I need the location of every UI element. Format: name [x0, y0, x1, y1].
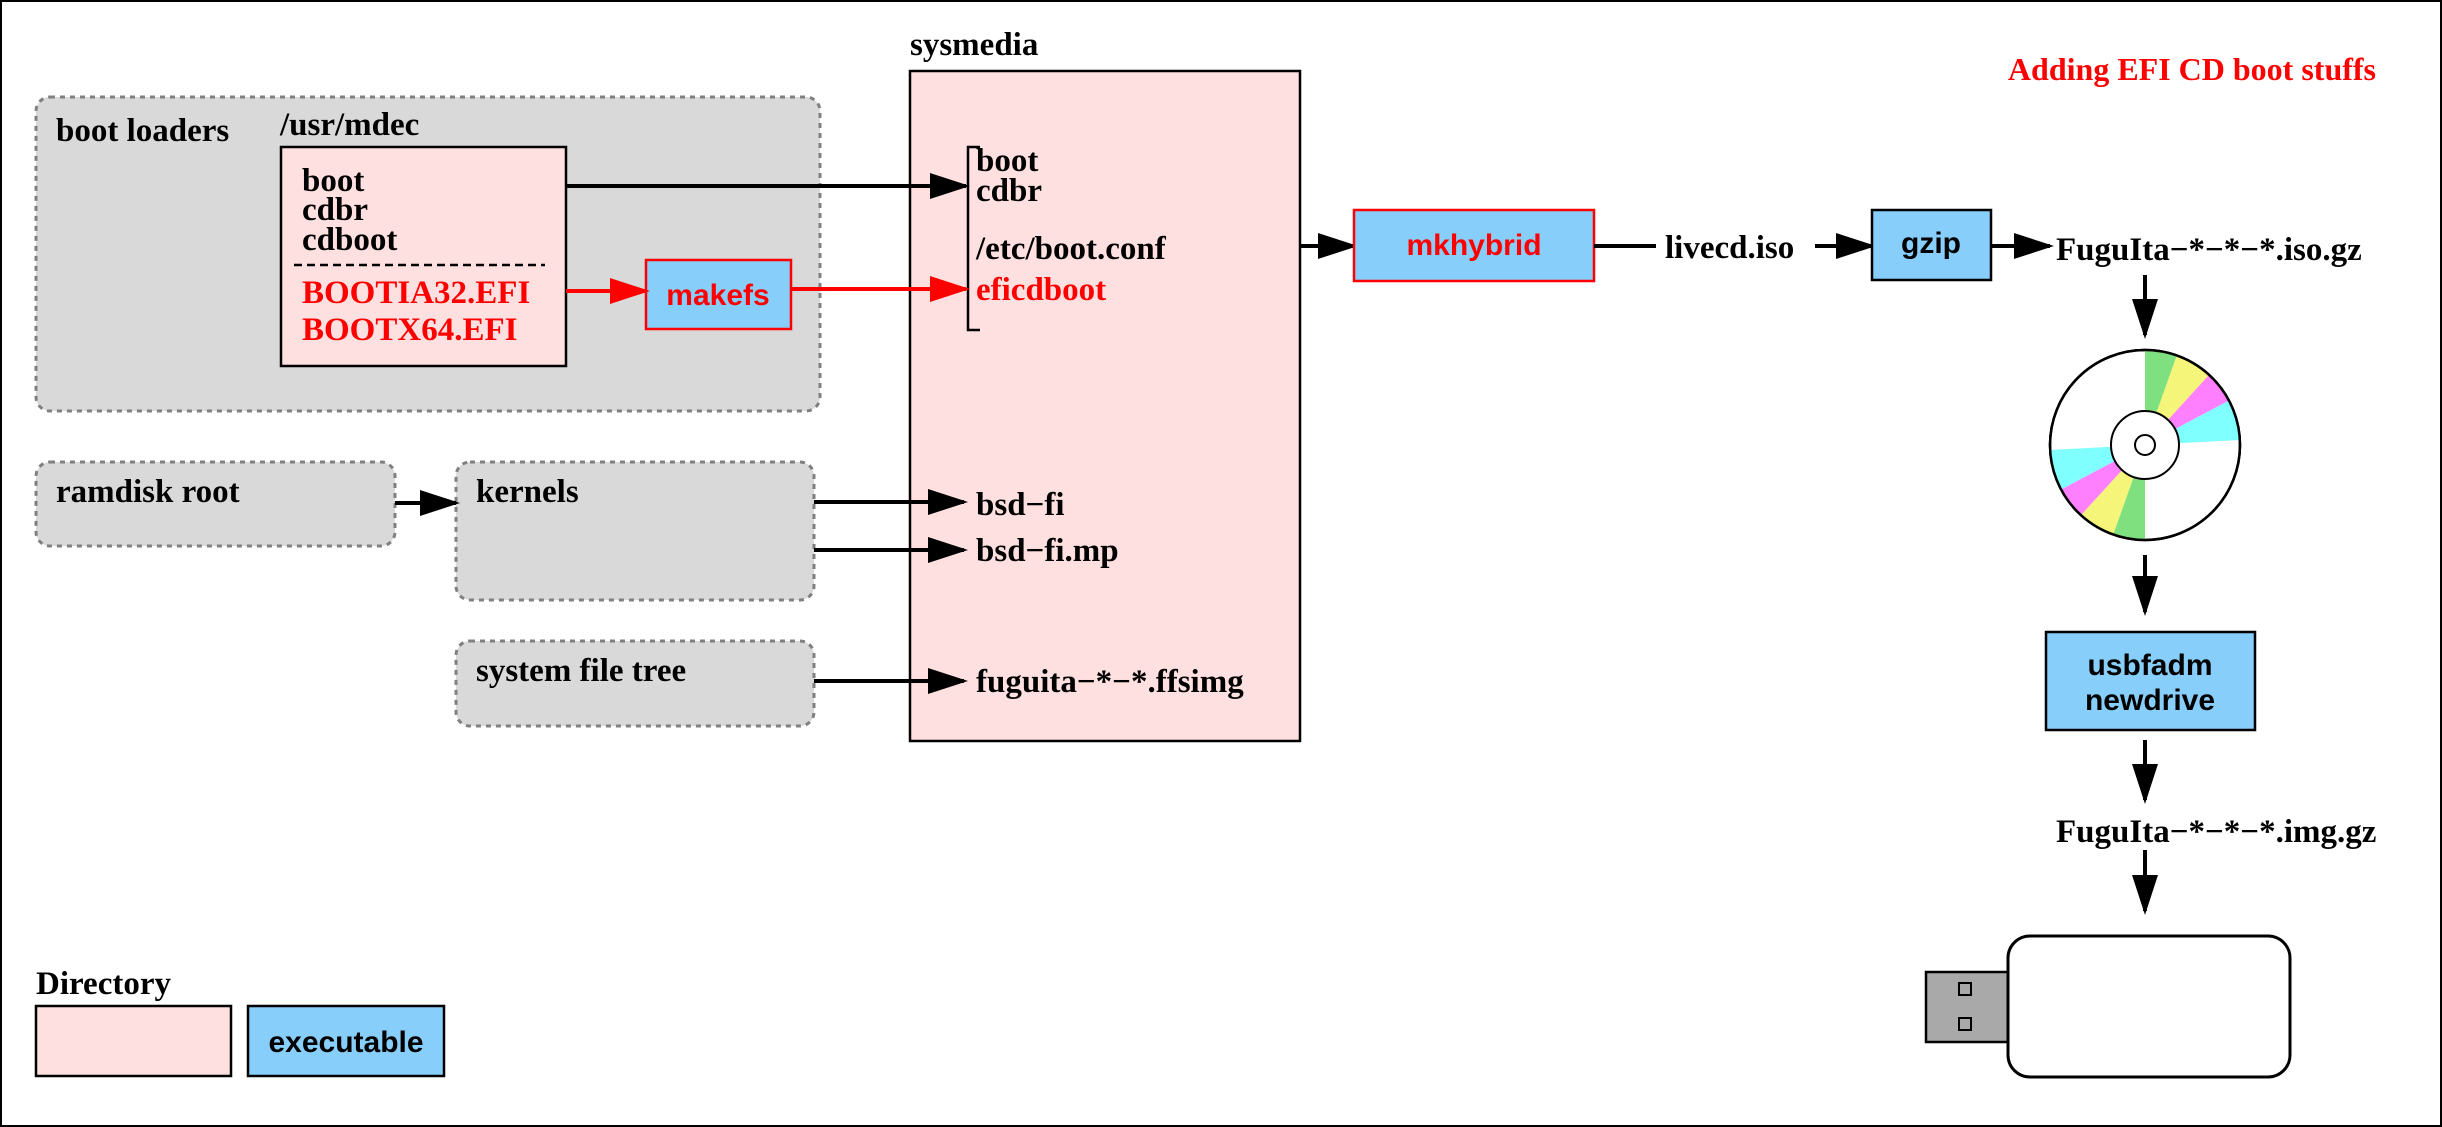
sysmedia-bracket [966, 145, 980, 332]
mkhybrid-label: mkhybrid [1406, 229, 1541, 262]
file-cdboot: cdboot [302, 222, 397, 258]
iso-gz-file: FuguIta−*−*−*.iso.gz [2056, 232, 2362, 268]
file-bootia32-efi: BOOTIA32.EFI [302, 275, 530, 311]
usr-mdec-label: /usr/mdec [279, 107, 419, 143]
diagram-title: Adding EFI CD boot stuffs [2008, 51, 2376, 87]
legend-directory-label: Directory [36, 966, 171, 1002]
img-gz-file: FuguIta−*−*−*.img.gz [2056, 814, 2376, 850]
sysmedia-boot: boot [976, 143, 1038, 179]
sysmedia-bsd-fi-mp: bsd−fi.mp [976, 533, 1119, 569]
sysmedia-directory [908, 69, 1302, 743]
group-system-file-tree [454, 639, 816, 728]
usbfadm-label-line1: usbfadm [2087, 649, 2212, 682]
file-cdbr: cdbr [302, 192, 368, 228]
usb-drive-icon [1924, 934, 2292, 1079]
file-bootx64-efi: BOOTX64.EFI [302, 312, 517, 348]
sysmedia-boot-conf: /etc/boot.conf [975, 231, 1167, 267]
group-label-boot-loaders: boot loaders [56, 113, 229, 149]
sysmedia-cdbr: cdbr [976, 173, 1042, 209]
sysmedia-eficdboot: eficdboot [976, 272, 1106, 308]
sysmedia-label: sysmedia [910, 27, 1038, 63]
cd-disc-icon [2048, 348, 2242, 542]
usr-mdec-directory [279, 145, 568, 368]
gzip-executable [1870, 208, 1993, 282]
sysmedia-bsd-fi: bsd−fi [976, 487, 1065, 523]
makefs-executable [644, 258, 793, 331]
group-label-system-file-tree: system file tree [476, 653, 686, 689]
sysmedia-ffsimg: fuguita−*−*.ffsimg [976, 664, 1244, 700]
legend-executable-label: executable [268, 1026, 423, 1059]
legend-directory-swatch [34, 1004, 233, 1078]
legend-executable-swatch [246, 1004, 446, 1078]
group-kernels [454, 460, 816, 602]
livecd-iso: livecd.iso [1665, 230, 1794, 266]
usbfadm-executable [2044, 630, 2257, 732]
group-label-kernels: kernels [476, 474, 579, 510]
usbfadm-label-line2: newdrive [2085, 684, 2215, 717]
mkhybrid-executable [1352, 208, 1596, 283]
makefs-label: makefs [666, 279, 769, 312]
file-boot: boot [302, 163, 364, 199]
gzip-label: gzip [1901, 227, 1961, 260]
group-label-ramdisk-root: ramdisk root [56, 474, 240, 510]
